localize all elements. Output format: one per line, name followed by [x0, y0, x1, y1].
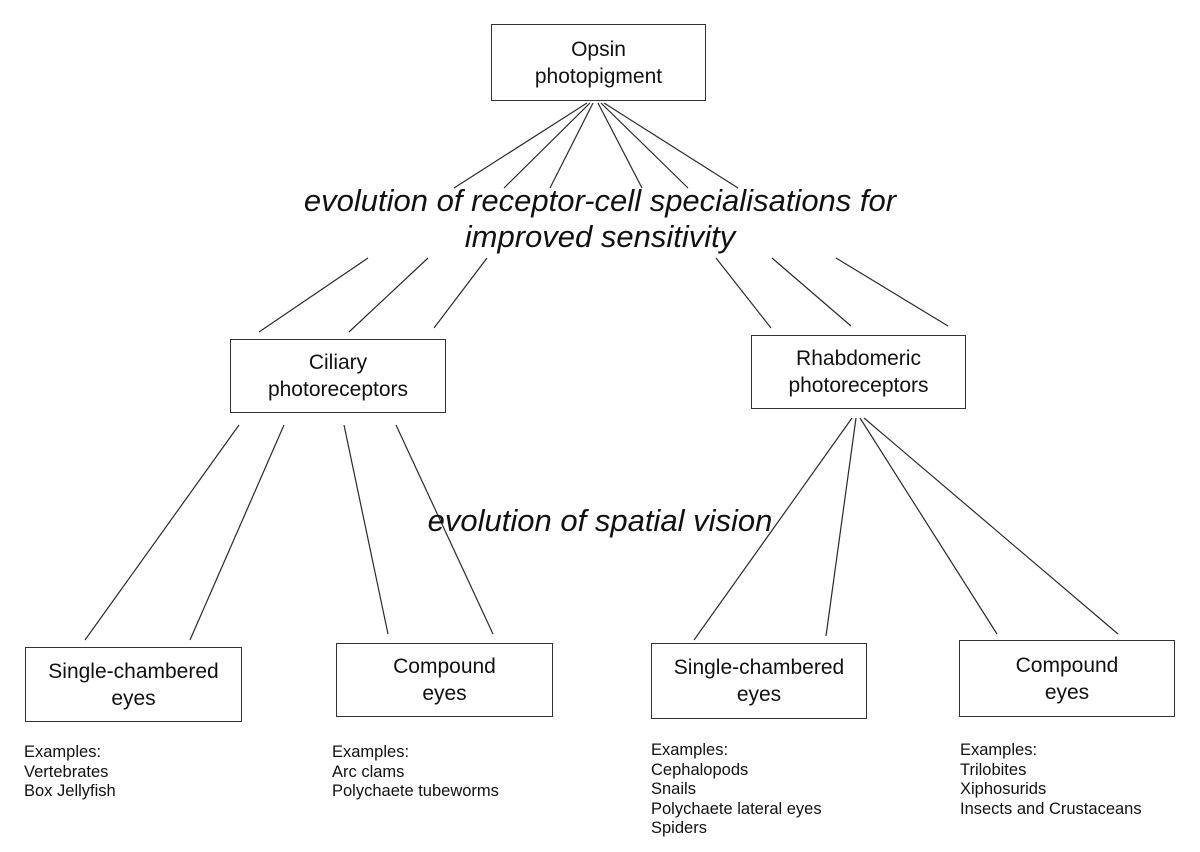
box-line: eyes — [422, 682, 467, 705]
examples-label: Examples: — [960, 741, 1038, 759]
example-item: Spiders — [651, 819, 707, 837]
box-line: Ciliary — [308, 351, 368, 374]
box-line: photoreceptors — [788, 374, 929, 397]
example-item: Xiphosurids — [960, 780, 1047, 798]
box-line: Compound — [393, 655, 496, 678]
connector-line — [863, 417, 1119, 635]
connector-line — [84, 424, 240, 641]
example-item: Arc clams — [332, 762, 405, 781]
example-item: Polychaete lateral eyes — [651, 799, 822, 818]
ciliary-fan-lines — [258, 257, 488, 333]
connector-line — [189, 424, 285, 641]
ciliary-eye-lines — [84, 424, 494, 641]
examples-label: Examples: — [651, 741, 729, 759]
examples-list: Arc clams Polychaete tubeworms — [332, 763, 499, 802]
ciliary-single-examples: Examples: Vertebrates Box Jellyfish — [24, 743, 116, 802]
connector-line — [453, 102, 588, 189]
examples-list: Vertebrates Box Jellyfish — [24, 763, 116, 802]
ciliary-compound-eyes-box: Compound eyes — [336, 643, 553, 717]
stage-line: improved sensitivity — [464, 219, 736, 254]
examples-label: Examples: — [24, 743, 102, 761]
connector-line — [693, 417, 853, 641]
connector-line — [258, 257, 369, 333]
rhabdomeric-single-chambered-eyes-box: Single-chambered eyes — [651, 643, 867, 719]
example-item: Box Jellyfish — [24, 782, 116, 800]
stage-line: evolution of spatial vision — [427, 503, 773, 538]
example-item: Vertebrates — [24, 762, 109, 781]
box-line: Rhabdomeric — [796, 347, 921, 370]
stage-line: evolution of receptor-cell specialisatio… — [303, 183, 897, 218]
connector-line — [715, 257, 772, 329]
example-item: Trilobites — [960, 760, 1027, 779]
box-line: eyes — [736, 683, 782, 706]
example-item: Insects and Crustaceans — [960, 799, 1142, 818]
rhabdomeric-compound-eyes-box: Compound eyes — [959, 640, 1175, 717]
rhabdomeric-photoreceptors-box: Rhabdomeric photoreceptors — [751, 335, 966, 409]
box-line: eyes — [1044, 680, 1090, 704]
box-line: eyes — [111, 686, 156, 710]
ciliary-compound-examples: Examples: Arc clams Polychaete tubeworms — [332, 743, 499, 802]
box-line: Opsin — [571, 37, 626, 61]
connector-line — [825, 417, 857, 637]
box-line: Single-chambered — [673, 656, 845, 679]
connector-line — [603, 102, 739, 189]
rhabdomeric-compound-examples: Examples: Trilobites Xiphosurids Insects… — [960, 741, 1142, 819]
example-item: Polychaete tubeworms — [332, 782, 499, 800]
root-fan-lines — [453, 102, 739, 189]
spatial-vision-label: evolution of spatial vision — [380, 503, 820, 539]
ciliary-single-chambered-eyes-box: Single-chambered eyes — [25, 647, 242, 722]
rhabdomeric-eye-lines — [693, 417, 1119, 641]
opsin-photopigment-box: Opsin photopigment — [491, 24, 706, 101]
rhabdomeric-single-examples: Examples: Cephalopods Snails Polychaete … — [651, 741, 822, 839]
connector-line — [600, 102, 689, 189]
rhabdomeric-fan-lines — [715, 257, 949, 329]
connector-line — [503, 102, 591, 189]
examples-list: Cephalopods Snails Polychaete lateral ey… — [651, 761, 822, 839]
connector-line — [859, 417, 998, 635]
box-line: photopigment — [534, 64, 663, 88]
examples-list: Trilobites Xiphosurids Insects and Crust… — [960, 761, 1142, 820]
box-line: photoreceptors — [267, 378, 409, 401]
box-line: Compound — [1015, 653, 1119, 677]
connector-line — [433, 257, 488, 329]
receptor-evolution-label: evolution of receptor-cell specialisatio… — [240, 183, 960, 255]
example-item: Cephalopods — [651, 760, 749, 779]
examples-label: Examples: — [332, 743, 410, 761]
connector-line — [597, 102, 643, 189]
ciliary-photoreceptors-box: Ciliary photoreceptors — [230, 339, 446, 413]
connector-line — [343, 424, 389, 635]
connector-line — [835, 257, 949, 327]
connector-line — [348, 257, 429, 333]
example-item: Snails — [651, 780, 696, 798]
box-line: Single-chambered — [48, 659, 219, 683]
connector-line — [395, 424, 494, 635]
connector-line — [771, 257, 852, 327]
connector-line — [549, 102, 594, 189]
